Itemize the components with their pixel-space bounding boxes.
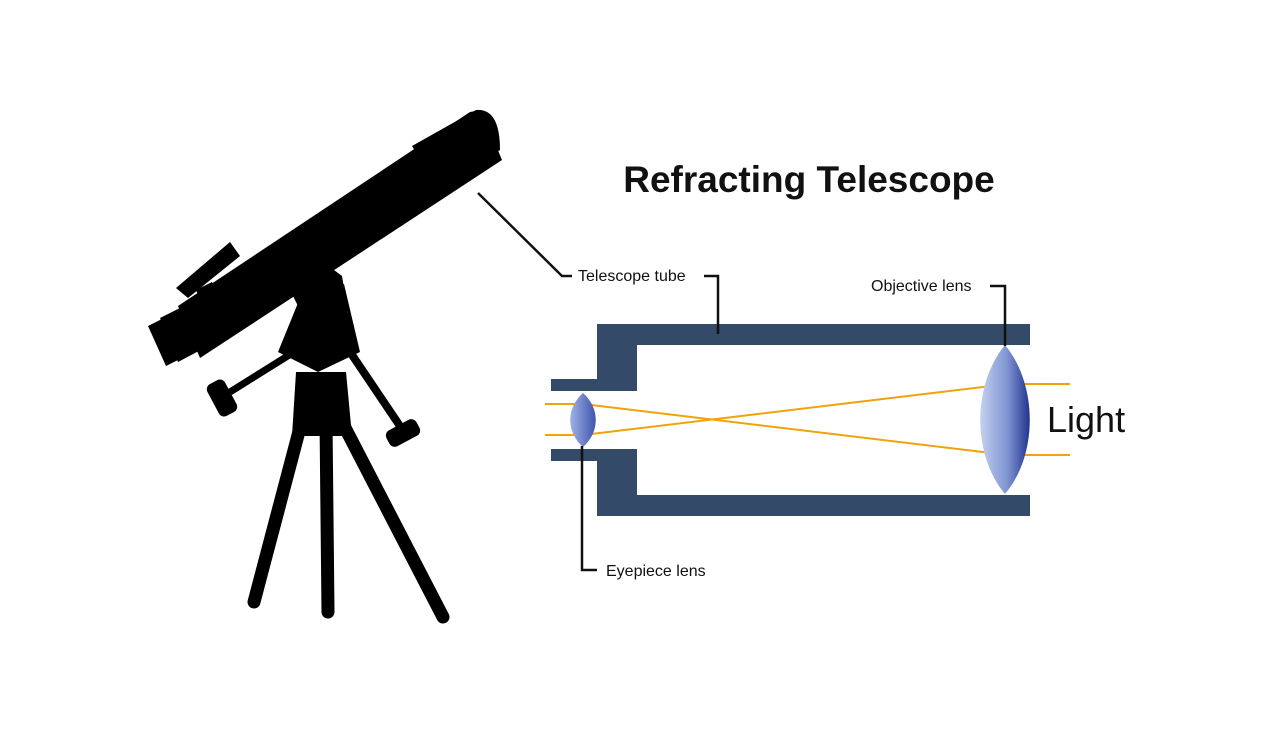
light-ray-lower [545,403,1070,456]
label-telescope-tube: Telescope tube [578,268,686,285]
leader-eyepiece-lens [580,446,597,572]
label-objective-lens: Objective lens [871,278,972,295]
objective-lens [980,345,1030,494]
telescope-counterweight [385,419,421,447]
telescope-slow-motion-cable [228,349,296,395]
leader-objective-lens [990,284,1007,346]
diagram-title: Refracting Telescope [623,159,994,200]
light-ray-upper [545,383,1070,436]
telescope-counterweight-shaft [338,337,408,435]
eyepiece-lens [570,393,596,447]
leader-telescope-tube-right [704,274,720,334]
telescope-slow-motion-knob [206,379,238,417]
light-rays [545,383,1070,456]
telescope-dew-cap [412,109,500,188]
leader-telescope-tube-left [477,192,572,278]
telescope-finder-mount [196,282,218,304]
label-light: Light [1047,399,1125,440]
tube-top-wall [551,324,1030,391]
telescope-equatorial-mount [278,284,360,372]
telescope-main-tube [178,111,502,358]
tube-bottom-wall [551,449,1030,516]
tripod-leg-center [319,413,335,619]
tube-schematic [551,324,1030,516]
tripod-leg-right [333,411,450,624]
tripod-leg-left [247,413,309,609]
telescope-eyepiece [148,318,182,366]
label-eyepiece-lens: Eyepiece lens [606,563,706,580]
telescope-silhouette-icon [148,109,502,624]
telescope-finder-scope [176,242,240,298]
